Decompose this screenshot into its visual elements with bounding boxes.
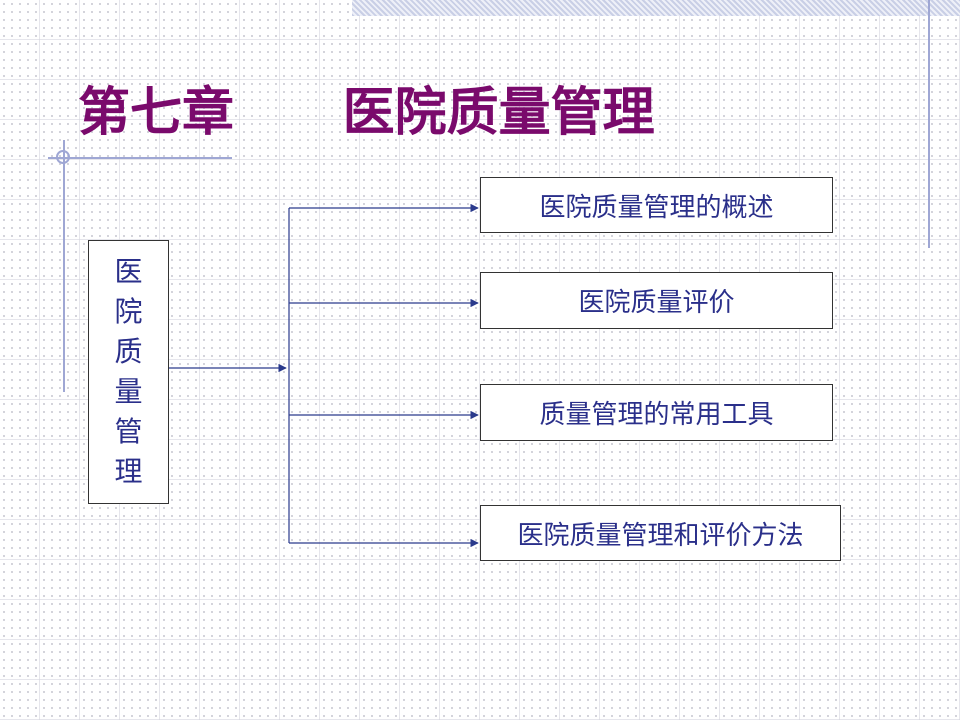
subtopic-box-evaluation: 医院质量评价 xyxy=(480,272,833,329)
topic-char: 理 xyxy=(114,455,143,488)
title-underline xyxy=(48,157,232,159)
topic-box: 医 院 质 量 管 理 xyxy=(88,240,169,504)
left-decor-line xyxy=(63,140,65,392)
top-decor-band xyxy=(352,0,960,16)
title-circle-ornament xyxy=(56,150,70,164)
topic-char: 质 xyxy=(114,335,143,368)
subtopic-box-methods: 医院质量管理和评价方法 xyxy=(480,505,841,561)
topic-char: 院 xyxy=(114,295,143,328)
subtopic-box-overview: 医院质量管理的概述 xyxy=(480,177,833,233)
topic-char: 医 xyxy=(114,255,143,288)
topic-char: 量 xyxy=(114,375,143,408)
subtopic-box-tools: 质量管理的常用工具 xyxy=(480,384,833,441)
right-decor-line xyxy=(928,0,930,248)
slide-title: 第七章 医院质量管理 xyxy=(78,83,655,143)
topic-char: 管 xyxy=(114,415,143,448)
